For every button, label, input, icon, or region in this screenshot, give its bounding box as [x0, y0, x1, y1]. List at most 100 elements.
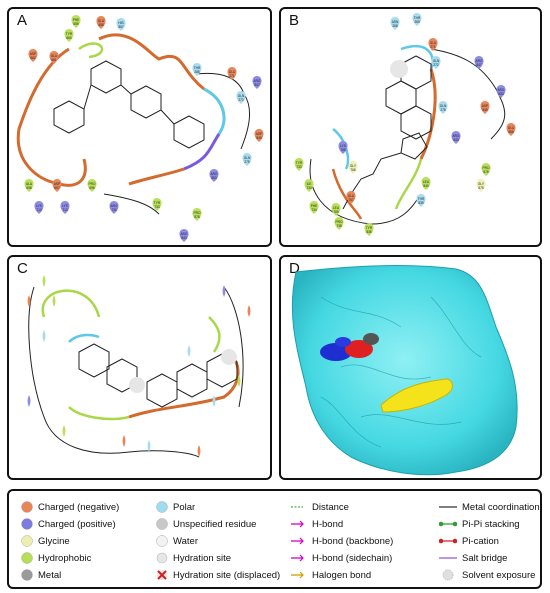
legend-label: Charged (positive) — [38, 518, 116, 530]
residue-number: 712 — [36, 208, 42, 212]
residue-number: 733 — [296, 165, 302, 169]
residue-number: 767 — [348, 198, 354, 202]
residue-name: LYS — [340, 144, 346, 148]
legend-item: Hydrophobic — [21, 552, 91, 564]
residue-number: 730 — [111, 208, 117, 212]
panel-b-svg: THR269ASN268GLU271GLN272ARG847ARG853ASP8… — [294, 13, 516, 236]
water-icon — [156, 535, 168, 547]
legend-label: H-bond (sidechain) — [312, 552, 393, 564]
glycine-icon — [21, 535, 33, 547]
residue-number: 845 — [256, 136, 262, 140]
residue-name: ARG — [111, 204, 118, 208]
legend-label: Hydration site (displaced) — [173, 569, 281, 581]
residue-name: PHE — [311, 204, 318, 208]
legend-label: H-bond — [312, 518, 344, 530]
residue-number: 697 — [54, 186, 60, 190]
residue-name: LYS — [62, 204, 68, 208]
legend-item: Unspecified residue — [156, 518, 256, 530]
pocket-outline-segment — [400, 45, 434, 70]
legend-item: Glycine — [21, 535, 70, 547]
residue-number: 713 — [62, 208, 68, 212]
residue-name: GLY — [478, 182, 485, 186]
residue-number: 276 — [440, 108, 446, 112]
pocket-outline-segment — [128, 350, 240, 419]
residue-number: 766 — [350, 168, 356, 172]
h-bond-backbone-icon — [291, 535, 307, 547]
legend-item: Hydration site — [156, 552, 231, 564]
residue-number: 840 — [423, 184, 429, 188]
residue-number: 662 — [30, 56, 36, 60]
residue-number: 853 — [211, 176, 217, 180]
residue-name: HIS — [118, 21, 123, 25]
residue-number: 847 — [254, 83, 260, 87]
pocket-outline-segment — [331, 168, 363, 220]
residue-name: ASP — [482, 104, 488, 108]
residue-number: 661 — [51, 58, 57, 62]
salt-bridge-icon — [439, 552, 457, 564]
residue-name: PRO — [194, 211, 201, 215]
legend-item: Pi-Pi stacking — [439, 518, 520, 530]
residue-number: 271 — [229, 74, 235, 78]
pocket-outline-segment — [41, 289, 101, 318]
residue-number: 659 — [73, 22, 79, 26]
residue-number: 853 — [498, 92, 504, 96]
pi-cation-icon — [439, 535, 457, 547]
residue-number: 733 — [154, 205, 160, 209]
legend-label: Metal coordination — [462, 501, 540, 513]
metal-coordination-icon — [439, 501, 457, 513]
residue-name: ARG — [211, 172, 218, 176]
residue-number: 676 — [483, 170, 489, 174]
legend-item: H-bond (backbone) — [291, 535, 393, 547]
ligand-site-blue-red — [320, 333, 379, 361]
panel-d-label: D — [289, 260, 300, 277]
pocket-outline-segment — [203, 87, 226, 135]
residue-number: 275 — [244, 160, 250, 164]
residue-number: 698 — [26, 186, 32, 190]
pocket-outline-segment — [78, 42, 104, 59]
residue-number: 856 — [508, 130, 514, 134]
residue-number: 765 — [340, 148, 346, 152]
residue-name: GLN — [244, 156, 251, 160]
residue-name: THR — [194, 66, 201, 70]
residue-number: 272 — [238, 98, 244, 102]
hydration-site-icon — [156, 552, 168, 564]
residue-number: 268 — [392, 24, 398, 28]
residue-name: PRO — [336, 220, 343, 224]
panel-a-label: A — [17, 12, 28, 29]
legend-item: Water — [156, 535, 198, 547]
residue-number: 839 — [418, 201, 424, 205]
residue-name: GLN — [238, 94, 245, 98]
residue-number: 843 — [181, 236, 187, 240]
distance-line-icon — [291, 501, 307, 513]
residue-name: TYR — [66, 32, 73, 36]
residue-name: TYR — [296, 161, 303, 165]
residue-name: PRO — [483, 166, 490, 170]
pocket-outline-segment — [98, 33, 205, 91]
backbone-connector — [223, 286, 244, 408]
residue-number: 271 — [430, 45, 436, 49]
residue-name: LEU — [423, 180, 430, 184]
residue-name: LEU — [333, 206, 340, 210]
legend-label: Pi-Pi stacking — [462, 518, 520, 530]
